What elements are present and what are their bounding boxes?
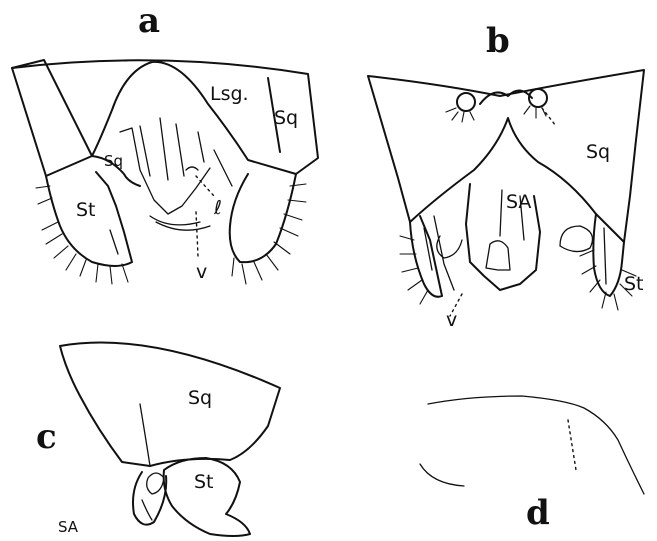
- panel-b-letter: b: [486, 21, 510, 61]
- panel-a-label-sq-small: Sq: [104, 152, 123, 170]
- panel-b-right-lobe: [560, 226, 592, 252]
- panel-c-squama-line: [140, 404, 150, 466]
- panel-a-label-st: St: [76, 199, 96, 221]
- panel-a: a: [12, 1, 318, 284]
- panel-a-left-stylus-inner: [110, 230, 118, 254]
- panel-b-center-notch: [480, 90, 532, 104]
- panel-a-leader-v: [196, 212, 198, 256]
- panel-c-subanal-inner: [142, 473, 164, 520]
- panel-c: c Sq St SA: [36, 343, 280, 536]
- panel-a-label-sq: Sq: [274, 107, 298, 129]
- panel-c-squama-plate: [60, 343, 280, 466]
- panel-b-label-v: v: [446, 309, 457, 331]
- panel-b-right-stylus-inner: [604, 228, 606, 284]
- panel-b-left-bristles: [400, 236, 428, 304]
- panel-a-label-v: v: [196, 261, 207, 283]
- panel-b: b: [368, 21, 644, 331]
- panel-d-dashed-line: [568, 420, 576, 470]
- panel-a-right-bristles: [232, 184, 306, 284]
- panel-b-label-st: St: [624, 273, 644, 295]
- panel-a-label-l: ℓ: [213, 197, 222, 219]
- panel-a-leader-l: [196, 176, 214, 196]
- panel-d-outline: [428, 396, 644, 494]
- panel-a-label-lsg: Lsg.: [210, 83, 249, 105]
- panel-d: d: [420, 396, 644, 533]
- panel-d-letter: d: [526, 493, 550, 533]
- panel-c-label-st: St: [194, 471, 214, 493]
- panel-d-lower-curve: [420, 464, 464, 486]
- panel-a-letter: a: [138, 1, 160, 41]
- panel-a-inner-lobes: [150, 216, 210, 230]
- panel-b-label-sa: SA: [506, 191, 531, 213]
- panel-c-label-sa: SA: [58, 518, 79, 536]
- panel-b-label-sq: Sq: [586, 141, 610, 163]
- panel-c-stylus: [164, 458, 250, 536]
- panel-c-letter: c: [36, 417, 57, 457]
- panel-c-label-sq: Sq: [188, 387, 212, 409]
- panel-b-right-spiracle: [524, 89, 556, 126]
- panel-a-right-stylus: [230, 174, 296, 262]
- panel-b-left-spiracle: [446, 93, 475, 122]
